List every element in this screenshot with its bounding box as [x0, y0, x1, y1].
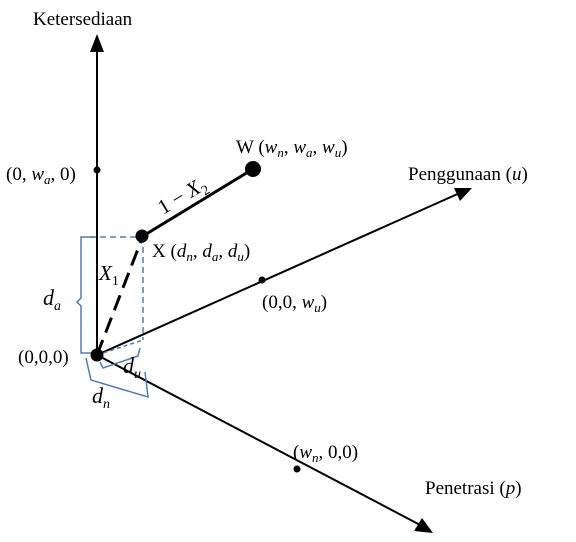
arrow-ketersediaan — [90, 34, 104, 52]
point-wa — [93, 166, 101, 174]
arrow-penetrasi — [414, 518, 433, 533]
label-penetrasi: Penetrasi (p) — [425, 478, 522, 499]
bracket-dn — [85, 357, 149, 399]
segment-origin-x — [95, 235, 145, 356]
label-origin: (0,0,0) — [18, 347, 69, 368]
label-da: da — [43, 285, 61, 314]
label-du: du — [123, 353, 141, 382]
label-point-wu: (0,0, wu) — [262, 292, 327, 315]
label-ketersediaan: Ketersediaan — [33, 9, 133, 30]
label-dn: dn — [92, 383, 110, 412]
point-x — [135, 229, 149, 243]
point-origin — [90, 348, 104, 362]
point-wn — [293, 465, 301, 473]
segment-w-x — [142, 167, 254, 238]
label-penggunaan: Penggunaan (u) — [408, 164, 528, 185]
label-one-minus-x2: 1 − X2 — [153, 172, 213, 223]
bracket-du — [99, 347, 141, 369]
label-point-x: X (dn, da, du) — [152, 241, 250, 264]
axis-penetrasi — [96, 354, 425, 528]
label-point-wn: (wn, 0,0) — [293, 442, 358, 465]
label-point-wa: (0, wa, 0) — [6, 164, 76, 187]
axis-penggunaan — [96, 191, 463, 356]
bracket-da — [75, 236, 95, 354]
projection-diagonal — [96, 339, 144, 356]
arrow-penggunaan — [454, 188, 472, 201]
label-point-w: W (wn, wa, wu) — [236, 137, 348, 160]
point-w — [245, 161, 261, 177]
point-wu — [258, 276, 266, 284]
label-x1: X1 — [98, 261, 119, 289]
